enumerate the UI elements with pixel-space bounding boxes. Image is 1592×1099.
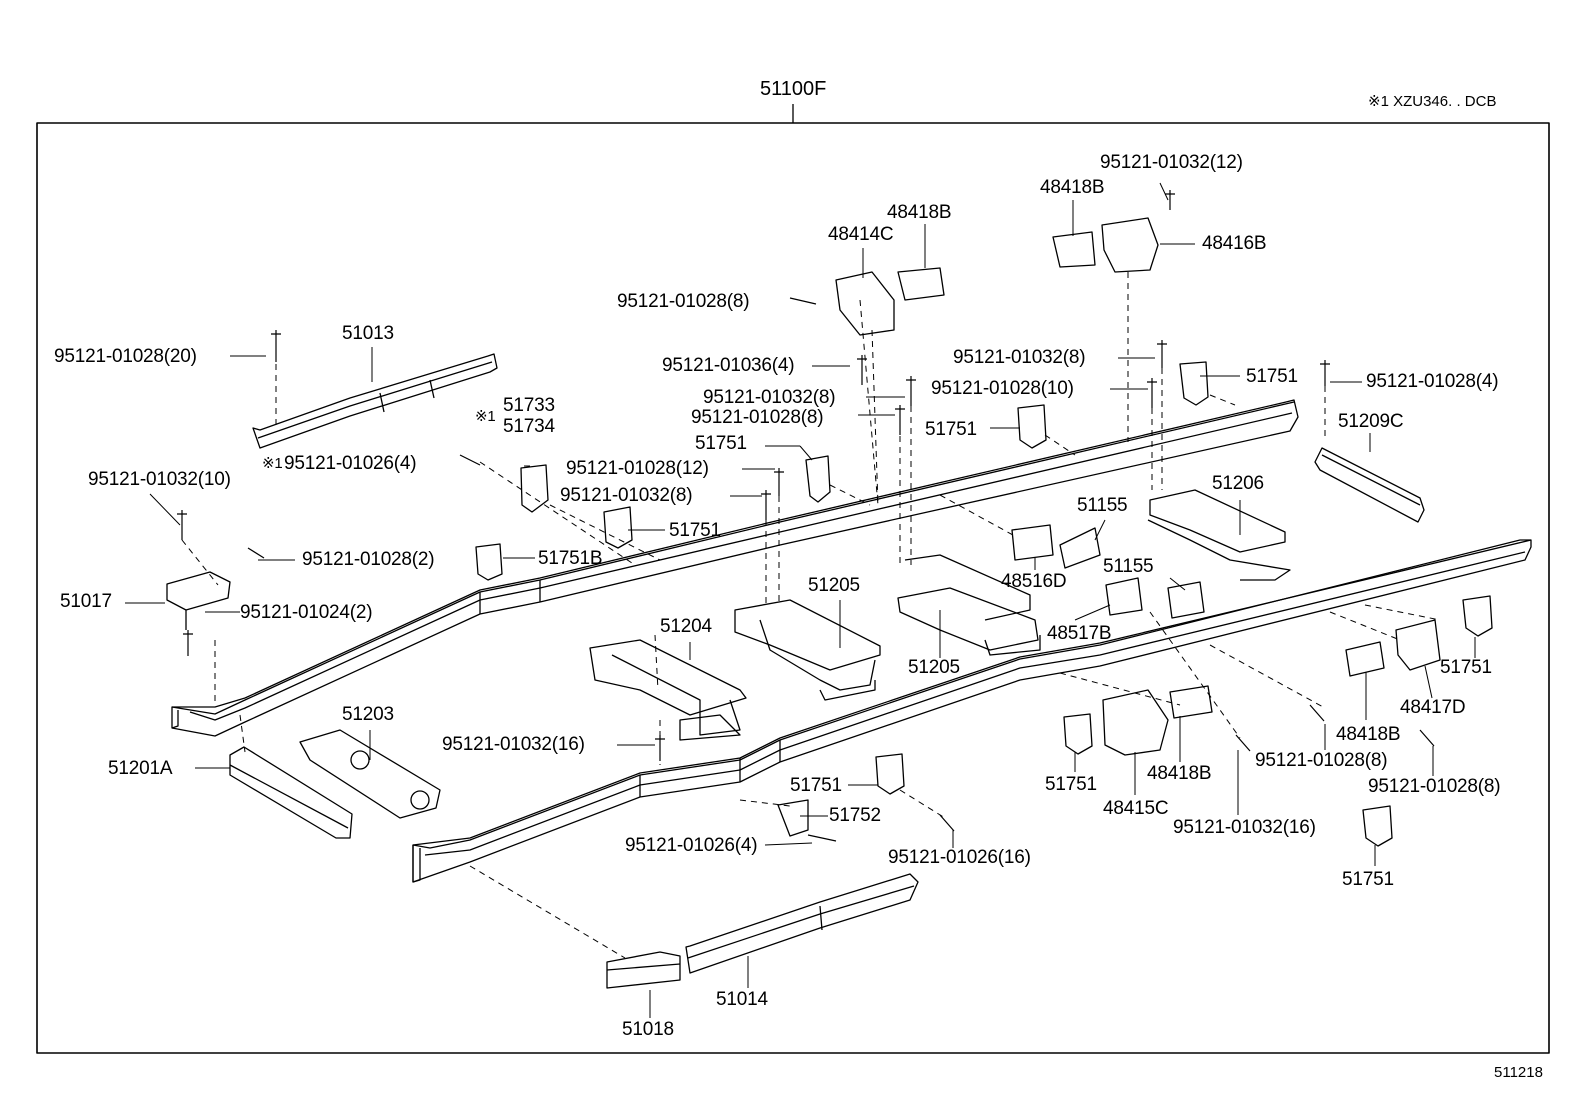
bracket-51017 [166, 571, 231, 630]
part-51013 [252, 353, 498, 449]
part-callout: 51751 [1045, 774, 1097, 795]
part-callout: 51751 [1246, 366, 1298, 387]
part-callout: 95121-01026(4) [625, 835, 758, 856]
part-callout: 51155 [1077, 495, 1128, 516]
part-callout: 95121-01028(8) [691, 407, 824, 428]
assembly-label: 51100F [760, 78, 827, 100]
part-callout: 48416B [1202, 233, 1267, 254]
part-callout: 95121-01028(4) [1366, 371, 1499, 392]
part-callout: 51751 [695, 433, 747, 454]
part-callout: 51205 [808, 575, 860, 596]
part-callout: 48417D [1400, 697, 1466, 718]
part-callout: 95121-01028(12) [566, 458, 709, 479]
part-callout: 48516D [1001, 571, 1067, 592]
part-callout: 51752 [829, 805, 881, 826]
part-callout: ※1 [262, 455, 283, 472]
bolts [177, 190, 1435, 842]
part-callout: 51017 [60, 591, 112, 612]
part-callout: 48418B [1040, 177, 1105, 198]
part-callout: 95121-01032(12) [1100, 152, 1243, 173]
part-callout: 51018 [622, 1019, 674, 1040]
crossmember-51209C [1314, 447, 1425, 523]
part-callout: 95121-01028(8) [1255, 750, 1388, 771]
part-callout: 51733 [503, 395, 555, 416]
part-callout: 51751 [925, 419, 977, 440]
part-callout: 51014 [716, 989, 768, 1010]
drawing-code: 511218 [1494, 1064, 1543, 1081]
part-callout: 95121-01028(8) [617, 291, 750, 312]
part-callout: 51204 [660, 616, 712, 637]
crossmember-51205-a [734, 599, 881, 701]
part-callout: 51155 [1103, 556, 1154, 577]
crossmember-51205-b [897, 554, 1041, 656]
dashed-lines [181, 272, 1441, 959]
part-callout: 51205 [908, 657, 960, 678]
part-callout: 95121-01026(16) [888, 847, 1031, 868]
part-callout: 51751 [790, 775, 842, 796]
crossmember-51204 [589, 639, 747, 741]
part-callout: 51201A [108, 758, 173, 779]
part-callout: 48418B [887, 202, 952, 223]
part-callout: ※1 [475, 408, 496, 425]
part-callout: 51734 [503, 416, 555, 437]
part-callout: 51751 [1440, 657, 1492, 678]
part-callout: 51751 [1342, 869, 1394, 890]
part-callout: 51751B [538, 548, 603, 569]
part-callout: 95121-01028(8) [1368, 776, 1501, 797]
part-callout: 95121-01032(8) [560, 485, 693, 506]
part-callout: 48418B [1147, 763, 1212, 784]
part-callout: 95121-01032(8) [953, 347, 1086, 368]
part-callout: 95121-01026(4) [284, 453, 417, 474]
part-callout: 95121-01024(2) [240, 602, 373, 623]
part-callout: 95121-01028(10) [931, 378, 1074, 399]
part-callout: 48414C [828, 224, 894, 245]
part-callout: 48517B [1047, 623, 1112, 644]
crossmember-51201A [229, 746, 353, 839]
part-callout: 95121-01028(20) [54, 346, 197, 367]
part-callout: 95121-01032(16) [442, 734, 585, 755]
part-callout: 51203 [342, 704, 394, 725]
part-callout: 51206 [1212, 473, 1264, 494]
right-side-rail [412, 539, 1532, 883]
crossmember-51203 [299, 729, 441, 819]
part-callout: 95121-01032(10) [88, 469, 231, 490]
part-callout: 95121-01036(4) [662, 355, 795, 376]
part-callout: 51013 [342, 323, 394, 344]
left-side-rail [171, 399, 1299, 737]
part-51018 [606, 951, 681, 989]
part-callout: 48418B [1336, 724, 1401, 745]
leader-lines [125, 182, 1476, 1018]
part-callout: 51751 [669, 520, 721, 541]
small-brackets [475, 217, 1493, 847]
part-callout: 95121-01032(16) [1173, 817, 1316, 838]
part-callout: 48415C [1103, 798, 1169, 819]
crossmember-51206 [1147, 489, 1291, 581]
part-51014 [685, 873, 919, 974]
applicability-note: ※1 XZU346. . DCB [1368, 93, 1497, 110]
part-callout: 95121-01028(2) [302, 549, 435, 570]
part-callout: 51209C [1338, 411, 1404, 432]
part-callout: 95121-01032(8) [703, 387, 836, 408]
